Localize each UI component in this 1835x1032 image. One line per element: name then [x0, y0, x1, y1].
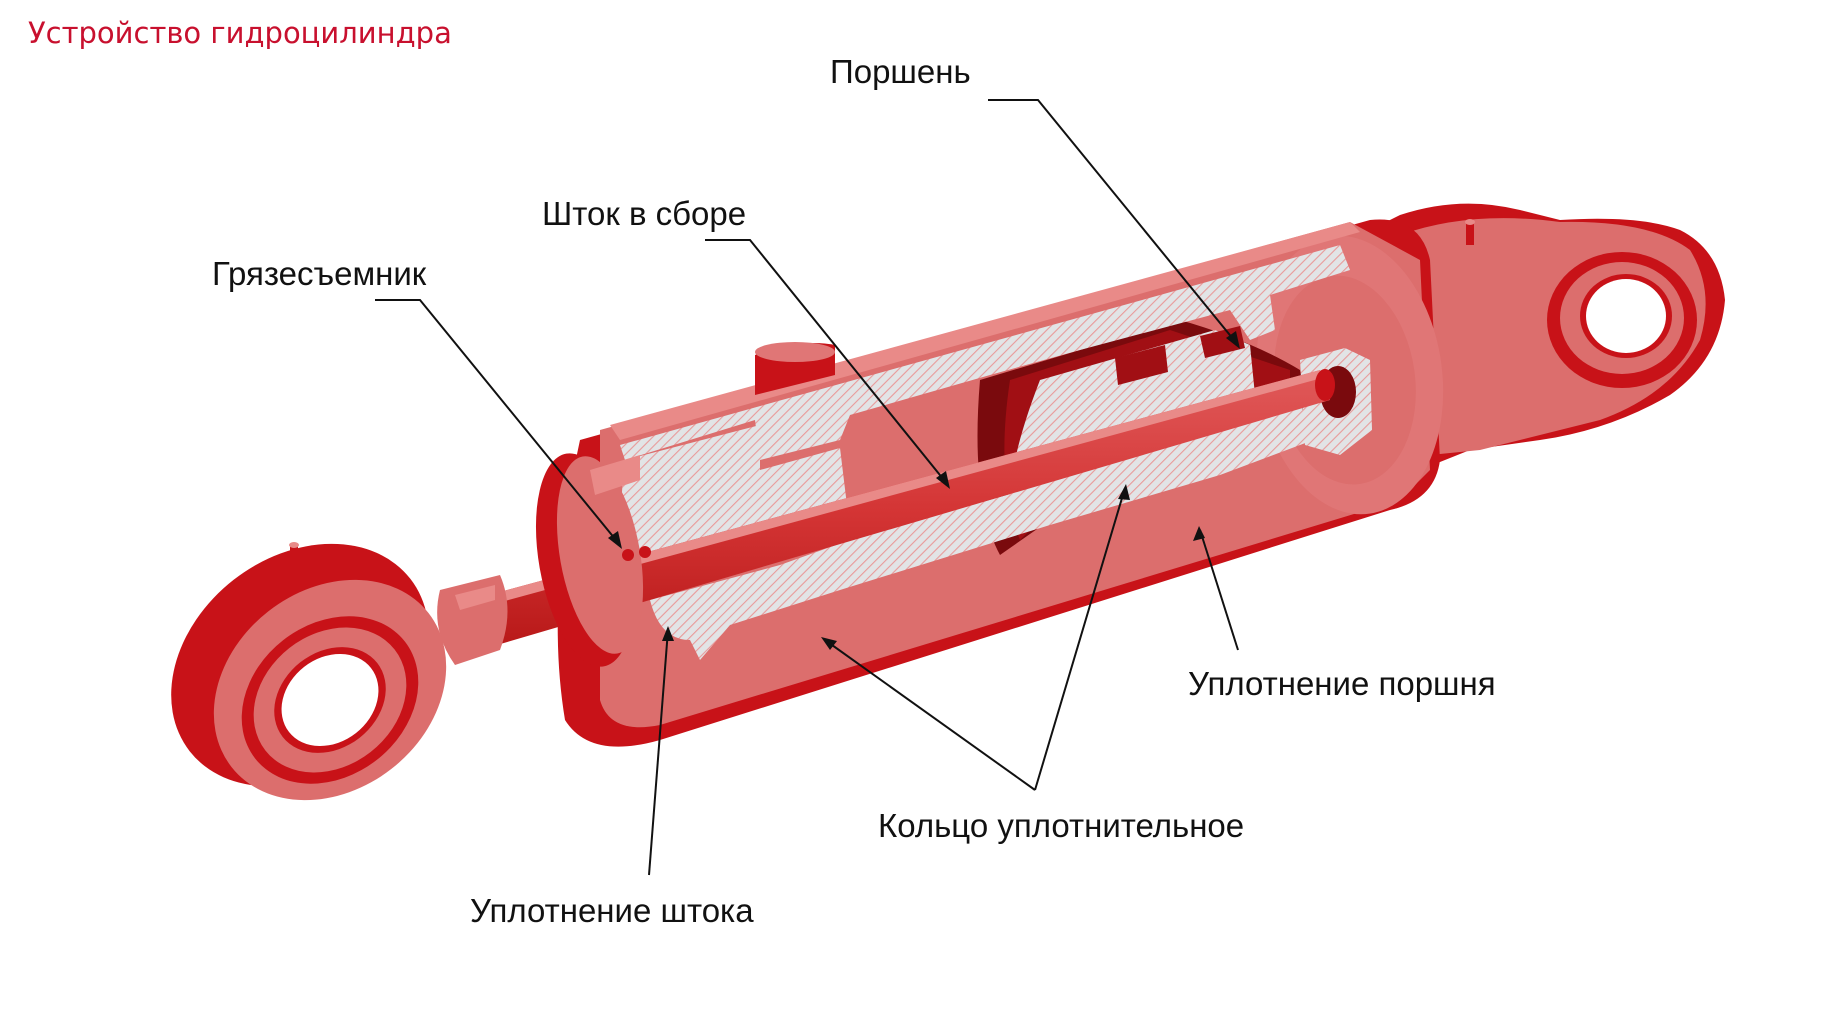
- arrow-rod-assembly: [936, 471, 950, 489]
- arrow-wiper: [608, 531, 622, 549]
- rear-eye-mount: [1350, 203, 1725, 471]
- label-rod-seal: Уплотнение штока: [470, 892, 754, 929]
- label-rod-assembly: Шток в сборе: [542, 195, 746, 232]
- front-head: [535, 453, 651, 667]
- leader-oring-2: [1034, 487, 1126, 791]
- leader-rod-seal: [648, 629, 669, 876]
- cylinder-drawing: [171, 203, 1725, 801]
- arrow-oring-1: [821, 637, 837, 650]
- leader-piston-seal: [1199, 529, 1239, 651]
- leader-piston: [988, 99, 1239, 346]
- label-piston-seal: Уплотнение поршня: [1188, 665, 1496, 702]
- leader-rod-assembly: [705, 239, 949, 486]
- arrow-oring-2: [1118, 484, 1130, 500]
- arrow-piston-seal: [1193, 526, 1205, 541]
- arrow-piston: [1226, 331, 1240, 349]
- leader-arrows: [608, 331, 1240, 650]
- leader-oring-1: [824, 639, 1036, 791]
- front-eye-mount: [171, 542, 447, 801]
- label-wiper: Грязесъемник: [212, 255, 427, 292]
- leader-lines: [375, 99, 1239, 876]
- label-piston: Поршень: [830, 53, 971, 90]
- leader-wiper: [375, 299, 621, 546]
- label-o-ring: Кольцо уплотнительное: [878, 807, 1244, 844]
- piston-rod: [437, 369, 1335, 665]
- arrow-rod-seal: [662, 626, 674, 641]
- diagram-title: Устройство гидроцилиндра: [28, 16, 452, 50]
